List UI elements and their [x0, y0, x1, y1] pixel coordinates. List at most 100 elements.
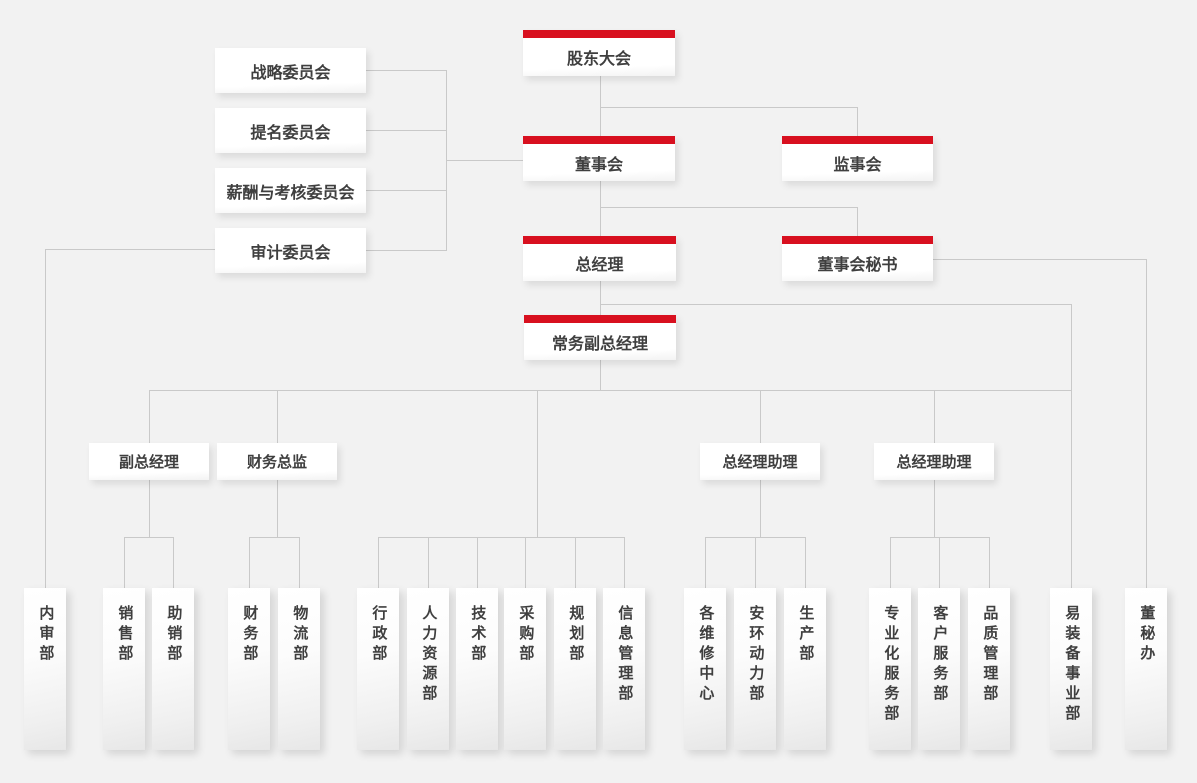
connector-line-vertical	[378, 537, 379, 588]
connector-line-vertical	[149, 480, 150, 537]
connector-line-vertical	[857, 207, 858, 236]
dept-label: 内审部	[37, 605, 55, 665]
dept-label: 安环动力部	[747, 605, 765, 705]
node-strategy-committee: 战略委员会	[215, 48, 366, 93]
dept-label: 规划部	[567, 605, 585, 665]
connector-line-horizontal	[366, 70, 446, 71]
dept-label: 易装备事业部	[1063, 605, 1081, 725]
node-label: 监事会	[833, 156, 882, 174]
node-label: 董事会秘书	[817, 256, 898, 274]
connector-line-vertical	[525, 537, 526, 588]
dept-sales-promotion: 助销部	[152, 588, 194, 750]
connector-line-vertical	[575, 537, 576, 588]
connector-line-vertical	[537, 390, 538, 537]
dept-label: 助销部	[165, 605, 183, 665]
connector-line-vertical	[277, 390, 278, 443]
node-finance-director: 财务总监	[217, 443, 337, 480]
dept-label: 人力资源部	[420, 605, 438, 705]
node-label: 股东大会	[566, 51, 631, 68]
connector-line-vertical	[299, 537, 300, 588]
dept-label: 客户服务部	[931, 605, 949, 705]
connector-line-horizontal	[149, 390, 1071, 391]
connector-line-horizontal	[366, 190, 446, 191]
dept-label: 董秘办	[1138, 605, 1156, 665]
connector-line-vertical	[600, 360, 601, 390]
node-label: 总经理助理	[896, 454, 972, 471]
dept-sales: 销售部	[103, 588, 145, 750]
dept-procurement: 采购部	[504, 588, 546, 750]
node-label: 薪酬与考核委员会	[226, 184, 355, 202]
connector-line-horizontal	[366, 250, 446, 251]
dept-board-secretary-office: 董秘办	[1125, 588, 1167, 750]
dept-label: 财务部	[241, 605, 259, 665]
node-deputy-general-manager: 副总经理	[89, 443, 209, 480]
node-board-secretary: 董事会秘书	[782, 236, 933, 281]
connector-line-vertical	[124, 537, 125, 588]
node-nomination-committee: 提名委员会	[215, 108, 366, 153]
connector-line-horizontal	[249, 537, 299, 538]
dept-label: 生产部	[797, 605, 815, 665]
dept-safety-environment-power: 安环动力部	[734, 588, 776, 750]
connector-line-vertical	[934, 390, 935, 443]
connector-line-vertical	[624, 537, 625, 588]
dept-quality-management: 品质管理部	[968, 588, 1010, 750]
connector-line-vertical	[857, 107, 858, 136]
node-label: 总经理助理	[722, 454, 798, 471]
node-label: 审计委员会	[250, 244, 331, 262]
connector-line-vertical	[805, 537, 806, 588]
dept-logistics: 物流部	[278, 588, 320, 750]
connector-line-vertical	[705, 537, 706, 588]
node-label: 提名委员会	[250, 124, 331, 142]
dept-production: 生产部	[784, 588, 826, 750]
node-label: 董事会	[574, 156, 623, 174]
node-supervisory-board: 监事会	[782, 136, 933, 181]
node-executive-deputy-gm: 常务副总经理	[524, 315, 676, 360]
dept-label: 物流部	[291, 605, 309, 665]
node-gm-assistant-2: 总经理助理	[874, 443, 994, 480]
connector-line-vertical	[934, 480, 935, 537]
connector-line-vertical	[755, 537, 756, 588]
node-board-of-directors: 董事会	[523, 136, 675, 181]
connector-line-horizontal	[446, 160, 523, 161]
dept-human-resources: 人力资源部	[407, 588, 449, 750]
dept-planning: 规划部	[554, 588, 596, 750]
dept-label: 销售部	[116, 605, 134, 665]
node-label: 总经理	[575, 256, 624, 274]
connector-line-horizontal	[600, 207, 858, 208]
connector-line-vertical	[1071, 304, 1072, 588]
dept-administration: 行政部	[357, 588, 399, 750]
node-remuneration-appraisal-committee: 薪酬与考核委员会	[215, 168, 366, 213]
connector-line-vertical	[277, 480, 278, 537]
dept-label: 技术部	[469, 605, 487, 665]
connector-line-vertical	[477, 537, 478, 588]
dept-technology: 技术部	[456, 588, 498, 750]
connector-line-vertical	[173, 537, 174, 588]
dept-specialized-service: 专业化服务部	[869, 588, 911, 750]
dept-label: 行政部	[370, 605, 388, 665]
node-shareholders-meeting: 股东大会	[523, 30, 675, 76]
connector-line-vertical	[989, 537, 990, 588]
connector-line-vertical	[760, 390, 761, 443]
connector-line-horizontal	[124, 537, 173, 538]
dept-finance: 财务部	[228, 588, 270, 750]
dept-label: 各维修中心	[697, 605, 715, 705]
node-general-manager: 总经理	[523, 236, 676, 281]
dept-internal-audit: 内审部	[24, 588, 66, 750]
dept-yi-equipment-division: 易装备事业部	[1050, 588, 1092, 750]
connector-line-horizontal	[366, 130, 446, 131]
dept-label: 信息管理部	[616, 605, 634, 705]
connector-line-vertical	[1146, 259, 1147, 588]
connector-line-vertical	[45, 249, 46, 588]
connector-line-vertical	[249, 537, 250, 588]
node-label: 副总经理	[118, 454, 179, 471]
node-audit-committee: 审计委员会	[215, 228, 366, 273]
connector-line-horizontal	[45, 249, 216, 250]
dept-information-management: 信息管理部	[603, 588, 645, 750]
connector-line-vertical	[890, 537, 891, 588]
dept-customer-service: 客户服务部	[918, 588, 960, 750]
connector-line-horizontal	[933, 259, 1146, 260]
connector-line-horizontal	[600, 304, 1071, 305]
connector-line-vertical	[600, 281, 601, 315]
node-label: 常务副总经理	[551, 335, 648, 353]
